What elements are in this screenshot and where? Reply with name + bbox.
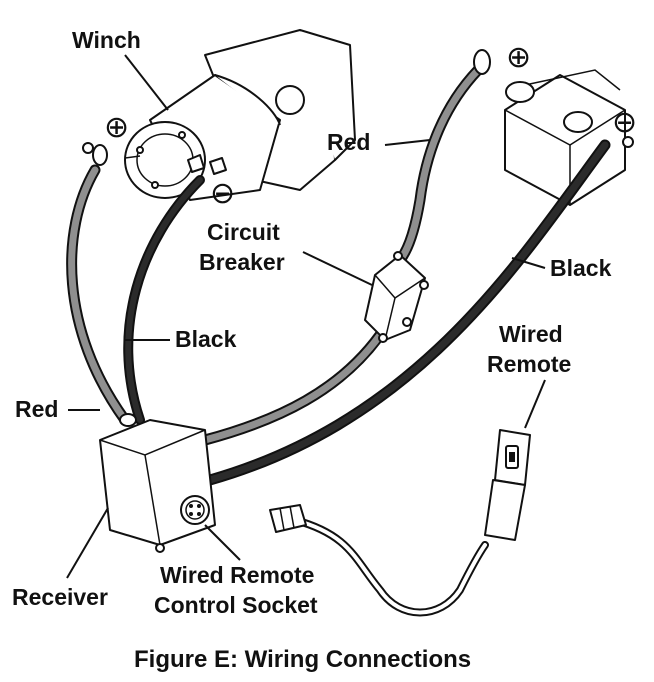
battery: [504, 69, 634, 206]
label-circuit-breaker-line2: Breaker: [199, 249, 285, 275]
label-red-left: Red: [15, 396, 58, 422]
label-black-right: Black: [550, 255, 612, 281]
leader-lines: [66, 54, 546, 579]
positive-icon-battery: ⊕: [506, 40, 531, 75]
label-circuit-breaker-line1: Circuit: [207, 219, 280, 245]
label-red-top: Red: [327, 129, 370, 155]
black-cable-battery: [204, 139, 611, 486]
label-wired-remote-line2: Remote: [487, 351, 571, 377]
positive-icon-winch: ⊕: [104, 110, 129, 145]
wired-remote-control-socket: [180, 495, 210, 525]
negative-icon-battery: ⊖: [612, 105, 637, 140]
label-wired-remote-line1: Wired: [499, 321, 563, 347]
figure-caption: Figure E: Wiring Connections: [134, 646, 471, 673]
winch: [124, 29, 356, 201]
negative-icon-winch: ⊖: [210, 176, 235, 211]
label-socket-line1: Wired Remote: [160, 562, 314, 588]
red-cable-battery: [394, 49, 491, 266]
red-cable-winch: [66, 142, 131, 426]
wired-remote: [269, 429, 531, 617]
label-black-left: Black: [175, 326, 237, 352]
receiver: [99, 413, 216, 553]
circuit-breaker: [364, 251, 429, 343]
black-cable-winch: [123, 175, 205, 425]
red-cable-breaker-receiver: [199, 329, 386, 446]
label-receiver: Receiver: [12, 584, 108, 610]
label-winch: Winch: [72, 27, 141, 53]
label-socket-line2: Control Socket: [154, 592, 318, 618]
